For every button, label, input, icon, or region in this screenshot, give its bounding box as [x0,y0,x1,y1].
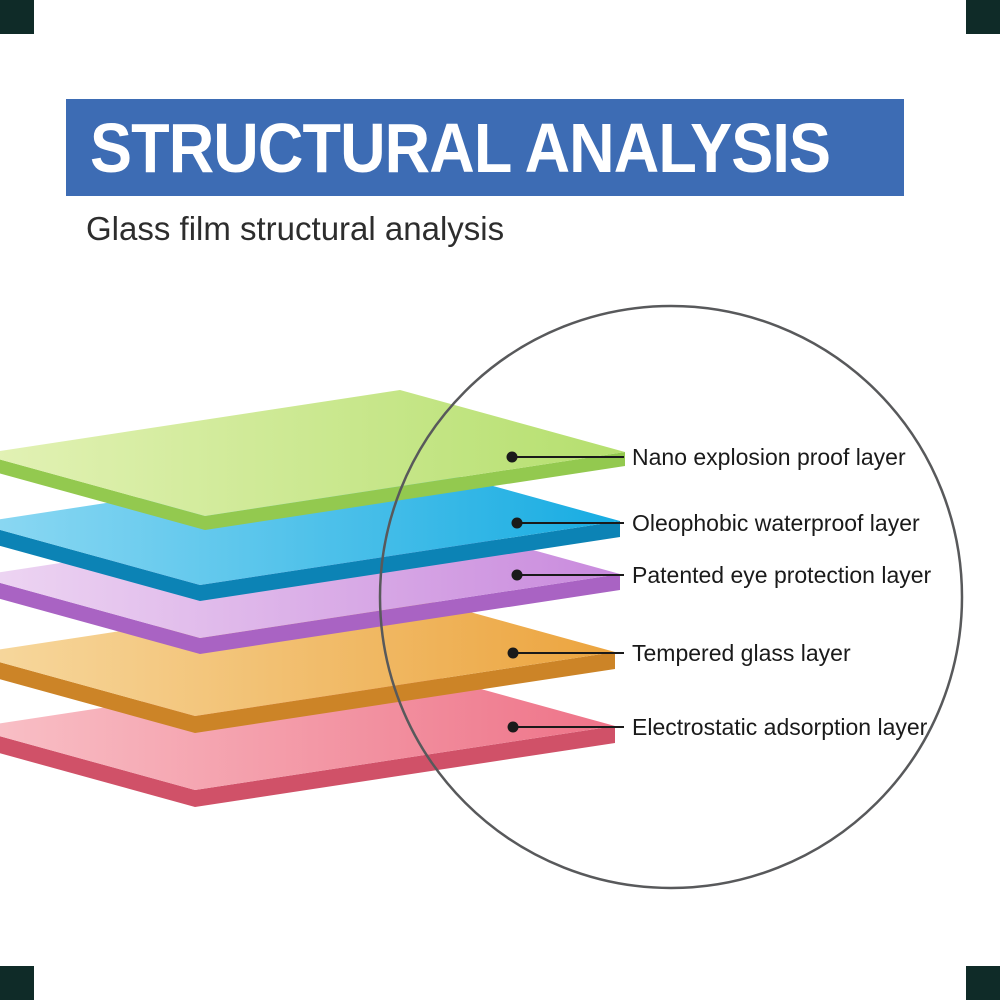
corner-mark-bottom-right [966,966,1000,1000]
callout-oleophobic-waterproof: Oleophobic waterproof layer [511,510,920,536]
layer-side-face [195,726,615,807]
layer-side-face [195,652,615,733]
callout-patented-eye-protection: Patented eye protection layer [511,562,932,588]
layer-side-face [0,736,195,807]
layer-stack [0,390,625,807]
callout-dot [511,569,523,581]
callout-nano-explosion-proof: Nano explosion proof layer [506,444,906,470]
layer-label: Tempered glass layer [632,640,851,666]
layer-top-face [0,390,625,516]
layer-label: Patented eye protection layer [632,562,932,588]
page-subtitle: Glass film structural analysis [86,210,505,247]
callout-dot [507,647,519,659]
callouts: Nano explosion proof layer Oleophobic wa… [506,444,932,740]
layer-label: Electrostatic adsorption layer [632,714,928,740]
corner-mark-top-left [0,0,34,34]
layer-side-face [0,459,205,530]
layer-top-face [0,590,615,716]
corner-mark-top-right [966,0,1000,34]
callout-dot [507,721,519,733]
layer-label: Nano explosion proof layer [632,444,906,470]
layer-side-face [200,574,620,654]
layer-side-face [0,582,200,654]
layer-side-face [0,662,195,733]
layer-side-face [200,521,620,601]
title-banner: STRUCTURAL ANALYSIS [66,99,904,196]
layer-side-face [205,452,625,530]
layer-side-face [0,529,200,601]
layer-tempered-glass [0,590,615,733]
callout-electrostatic-adsorption: Electrostatic adsorption layer [507,714,928,740]
layer-nano-explosion-proof [0,390,625,530]
layer-electrostatic-adsorption [0,664,615,807]
magnifier-circle [378,304,964,890]
layer-label: Oleophobic waterproof layer [632,510,920,536]
callout-dot [506,451,518,463]
page-title: STRUCTURAL ANALYSIS [90,108,831,187]
layer-top-face [0,459,620,585]
callout-tempered-glass: Tempered glass layer [507,640,851,666]
callout-dot [511,517,523,529]
corner-mark-bottom-left [0,966,34,1000]
layer-oleophobic-waterproof [0,459,620,601]
layer-top-face [0,664,615,790]
